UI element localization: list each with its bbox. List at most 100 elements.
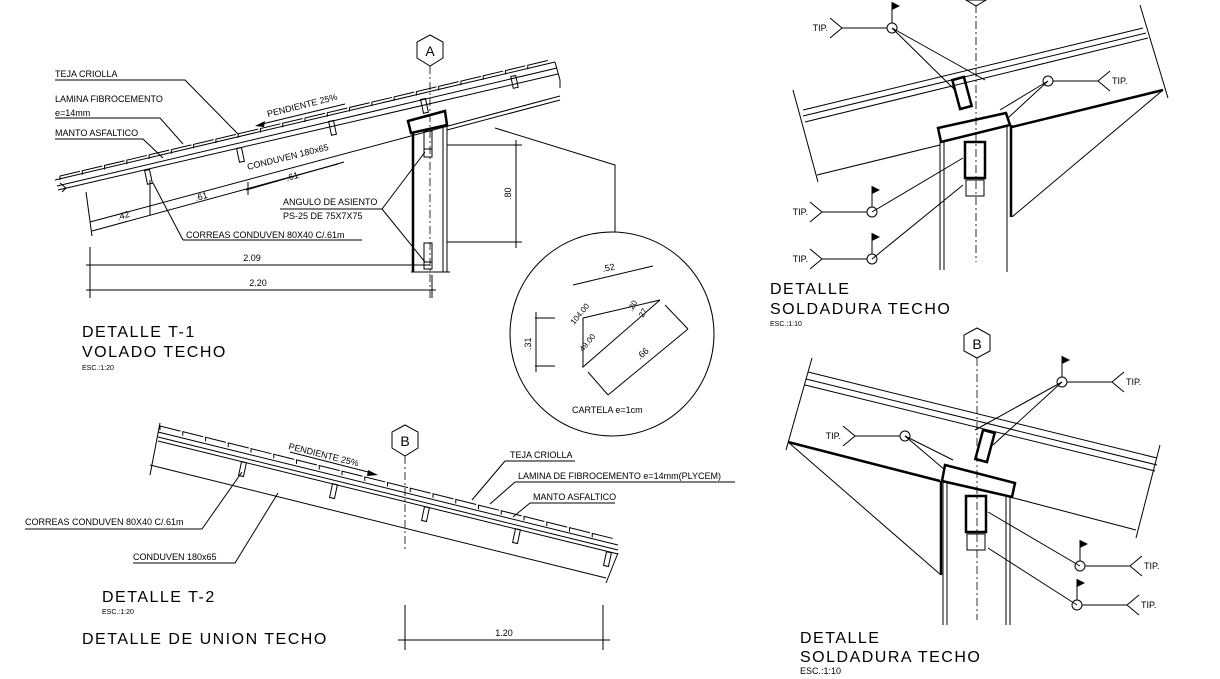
tile	[81, 165, 103, 175]
cartela-angle-20: .20	[626, 298, 640, 313]
dim-061-b: .61	[285, 170, 300, 183]
tile	[259, 123, 281, 133]
weld-leader	[999, 80, 1049, 111]
tile	[504, 65, 526, 75]
weld-symbols: TIP.TIP.TIP.TIP.	[793, 2, 1127, 270]
cartela-angle-49: 49.00	[578, 332, 598, 354]
weld-tail-icon	[1111, 371, 1125, 393]
tile	[460, 75, 482, 86]
tile	[393, 91, 415, 101]
tile	[527, 60, 548, 70]
label-manto: MANTO ASFALTICO	[533, 492, 616, 502]
weld-symbol: TIP.	[999, 70, 1127, 119]
tile	[432, 493, 454, 500]
weld-label: TIP.	[1144, 561, 1159, 571]
weld-detail-a: TIP.TIP.TIP.TIP. DETALLE SOLDADURA TECHO…	[770, 0, 1169, 328]
weld-tail-icon	[1129, 555, 1143, 577]
leaders	[55, 79, 426, 263]
dim-209: 2.09	[243, 253, 261, 263]
tile	[349, 102, 370, 112]
weld-symbol: TIP.	[813, 2, 986, 91]
weld-tail-icon	[1126, 594, 1140, 616]
cartela-detail: .52 .31 .66 104.00 49.00 .20 27 CARTELA …	[494, 127, 715, 437]
weld-symbol: TIP.	[793, 184, 964, 270]
field-weld-flag-icon	[892, 2, 900, 10]
weld-symbol: TIP.	[974, 356, 1141, 446]
tile	[438, 81, 459, 91]
tile	[455, 498, 477, 506]
label-conduven: CONDUVEN 180x65	[246, 142, 329, 172]
cartela-label: CARTELA e=1cm	[572, 405, 643, 415]
tile	[387, 481, 409, 489]
weld-label: TIP.	[813, 23, 828, 33]
tile	[193, 139, 214, 149]
label-manto: MANTO ASFALTICO	[55, 128, 138, 138]
inclined-dimensions	[85, 161, 345, 237]
field-weld-flag-icon	[1062, 356, 1070, 364]
detail-scale: ESC.:1:10	[800, 666, 841, 676]
tile	[159, 425, 181, 432]
weld-tail-icon	[1097, 70, 1111, 92]
weld-leader	[891, 27, 956, 91]
detail-subtitle: DETALLE DE UNION TECHO	[82, 631, 328, 648]
dim-220: 2.20	[249, 278, 267, 288]
tile	[59, 170, 81, 180]
cartela-angle-27: 27	[637, 306, 650, 319]
label-lamina: LAMINA FIBROCEMENTO	[55, 94, 163, 104]
tile	[182, 431, 204, 438]
label-angulo-spec: PS-25 DE 75X7X75	[283, 211, 363, 221]
label-lamina-e: e=14mm	[55, 108, 90, 118]
tile	[409, 487, 431, 494]
tile	[341, 470, 363, 477]
horizontal-dimensions	[86, 140, 522, 298]
svg-text:A: A	[425, 43, 435, 59]
field-weld-flag-icon	[1077, 579, 1085, 587]
purlins	[143, 74, 519, 185]
weld-detail-b: B TIP.TIP.TIP.TIP. DETALLE SOLDADURA TEC…	[785, 327, 1161, 676]
label-correas: CORREAS CONDUVEN 80X40 C/.61m	[25, 517, 184, 527]
field-weld-flag-icon	[872, 233, 880, 241]
weld-symbol: TIP.	[793, 157, 964, 223]
tile	[546, 521, 568, 528]
tile	[523, 515, 545, 522]
detail-scale: ESC.:1:20	[102, 609, 134, 616]
weld-leader	[974, 381, 1063, 431]
weld-symbol: TIP.	[826, 425, 954, 471]
axis-marker-b: B	[963, 327, 991, 359]
detail-scale: ESC.:1:20	[82, 365, 114, 372]
weld-label: TIP.	[1126, 377, 1141, 387]
tile	[304, 112, 326, 122]
dimension-120: 1.20	[398, 605, 610, 650]
label-pendiente: PENDIENTE 25%	[288, 441, 360, 468]
weld-symbol: TIP.	[987, 511, 1159, 577]
detail-t2: B PENDIENTE 25% TEJA CRIOLLA LAMINA DE F…	[25, 422, 735, 650]
weld-symbol: TIP.	[987, 547, 1156, 616]
weld-leader	[987, 547, 1078, 606]
weld-leader	[1007, 80, 1049, 119]
weld-leader	[992, 381, 1063, 446]
weld-leader	[987, 511, 1081, 567]
tile	[500, 510, 522, 517]
tile	[364, 476, 386, 483]
dim-061-a: .61	[194, 190, 209, 203]
detail-t1: A .42 .61 .61	[54, 34, 561, 372]
tile	[478, 504, 500, 511]
tile	[296, 459, 318, 466]
axis-marker-b: B	[391, 424, 419, 457]
weld-tail-icon	[809, 248, 823, 270]
weld-leader	[904, 435, 946, 471]
weld-symbols: TIP.TIP.TIP.TIP.	[826, 356, 1159, 616]
weld-label: TIP.	[793, 207, 808, 217]
detail-scale: ESC.:1:10	[770, 321, 802, 328]
tile	[215, 133, 237, 144]
detail-subtitle: SOLDADURA TECHO	[800, 649, 981, 666]
cartela-dim-left: .31	[523, 337, 533, 350]
tile	[326, 107, 348, 117]
weld-label: TIP.	[826, 431, 841, 441]
axis-marker-a: A	[416, 34, 444, 67]
field-weld-flag-icon	[1080, 540, 1088, 548]
weld-leader	[871, 157, 964, 213]
cartela-angle-104: 104.00	[569, 301, 592, 326]
tile	[569, 527, 591, 534]
